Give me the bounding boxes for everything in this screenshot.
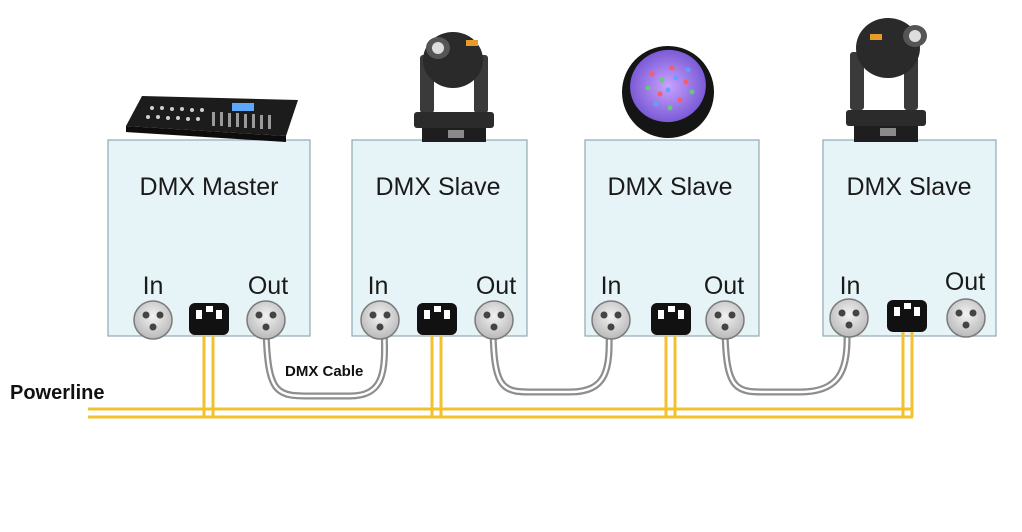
xlr-out-connector-icon <box>474 300 514 340</box>
in-port-label: In <box>601 272 622 300</box>
dmx-cable-label: DMX Cable <box>285 363 363 380</box>
power-socket-icon <box>887 300 927 332</box>
out-port-label: Out <box>476 272 516 300</box>
device-title: DMX Slave <box>846 173 971 201</box>
moving-head-light-icon <box>846 18 927 142</box>
power-socket-icon <box>651 303 691 335</box>
in-port-label: In <box>143 272 164 300</box>
dmx-cable <box>262 326 389 400</box>
power-socket-icon <box>417 303 457 335</box>
dmx-cables <box>262 326 851 400</box>
device-title: DMX Master <box>140 173 279 201</box>
in-port-label: In <box>368 272 389 300</box>
device-title: DMX Slave <box>375 173 500 201</box>
out-port-label: Out <box>704 272 744 300</box>
moving-head-light-icon <box>414 32 494 142</box>
powerline-label: Powerline <box>10 382 104 404</box>
dmx-cable <box>721 326 851 396</box>
xlr-out-connector-icon <box>946 298 986 338</box>
xlr-out-connector-icon <box>705 300 745 340</box>
led-par-light-icon <box>622 46 714 138</box>
xlr-in-connector-icon <box>360 300 400 340</box>
xlr-in-connector-icon <box>591 300 631 340</box>
xlr-out-connector-icon <box>246 300 286 340</box>
powerline <box>88 325 914 419</box>
in-port-label: In <box>840 272 861 300</box>
out-port-label: Out <box>945 268 985 296</box>
xlr-in-connector-icon <box>829 298 869 338</box>
dmx-controller-icon <box>126 96 298 142</box>
xlr-in-connector-icon <box>133 300 173 340</box>
dmx-cable <box>489 326 613 396</box>
out-port-label: Out <box>248 272 288 300</box>
device-title: DMX Slave <box>607 173 732 201</box>
power-socket-icon <box>189 303 229 335</box>
